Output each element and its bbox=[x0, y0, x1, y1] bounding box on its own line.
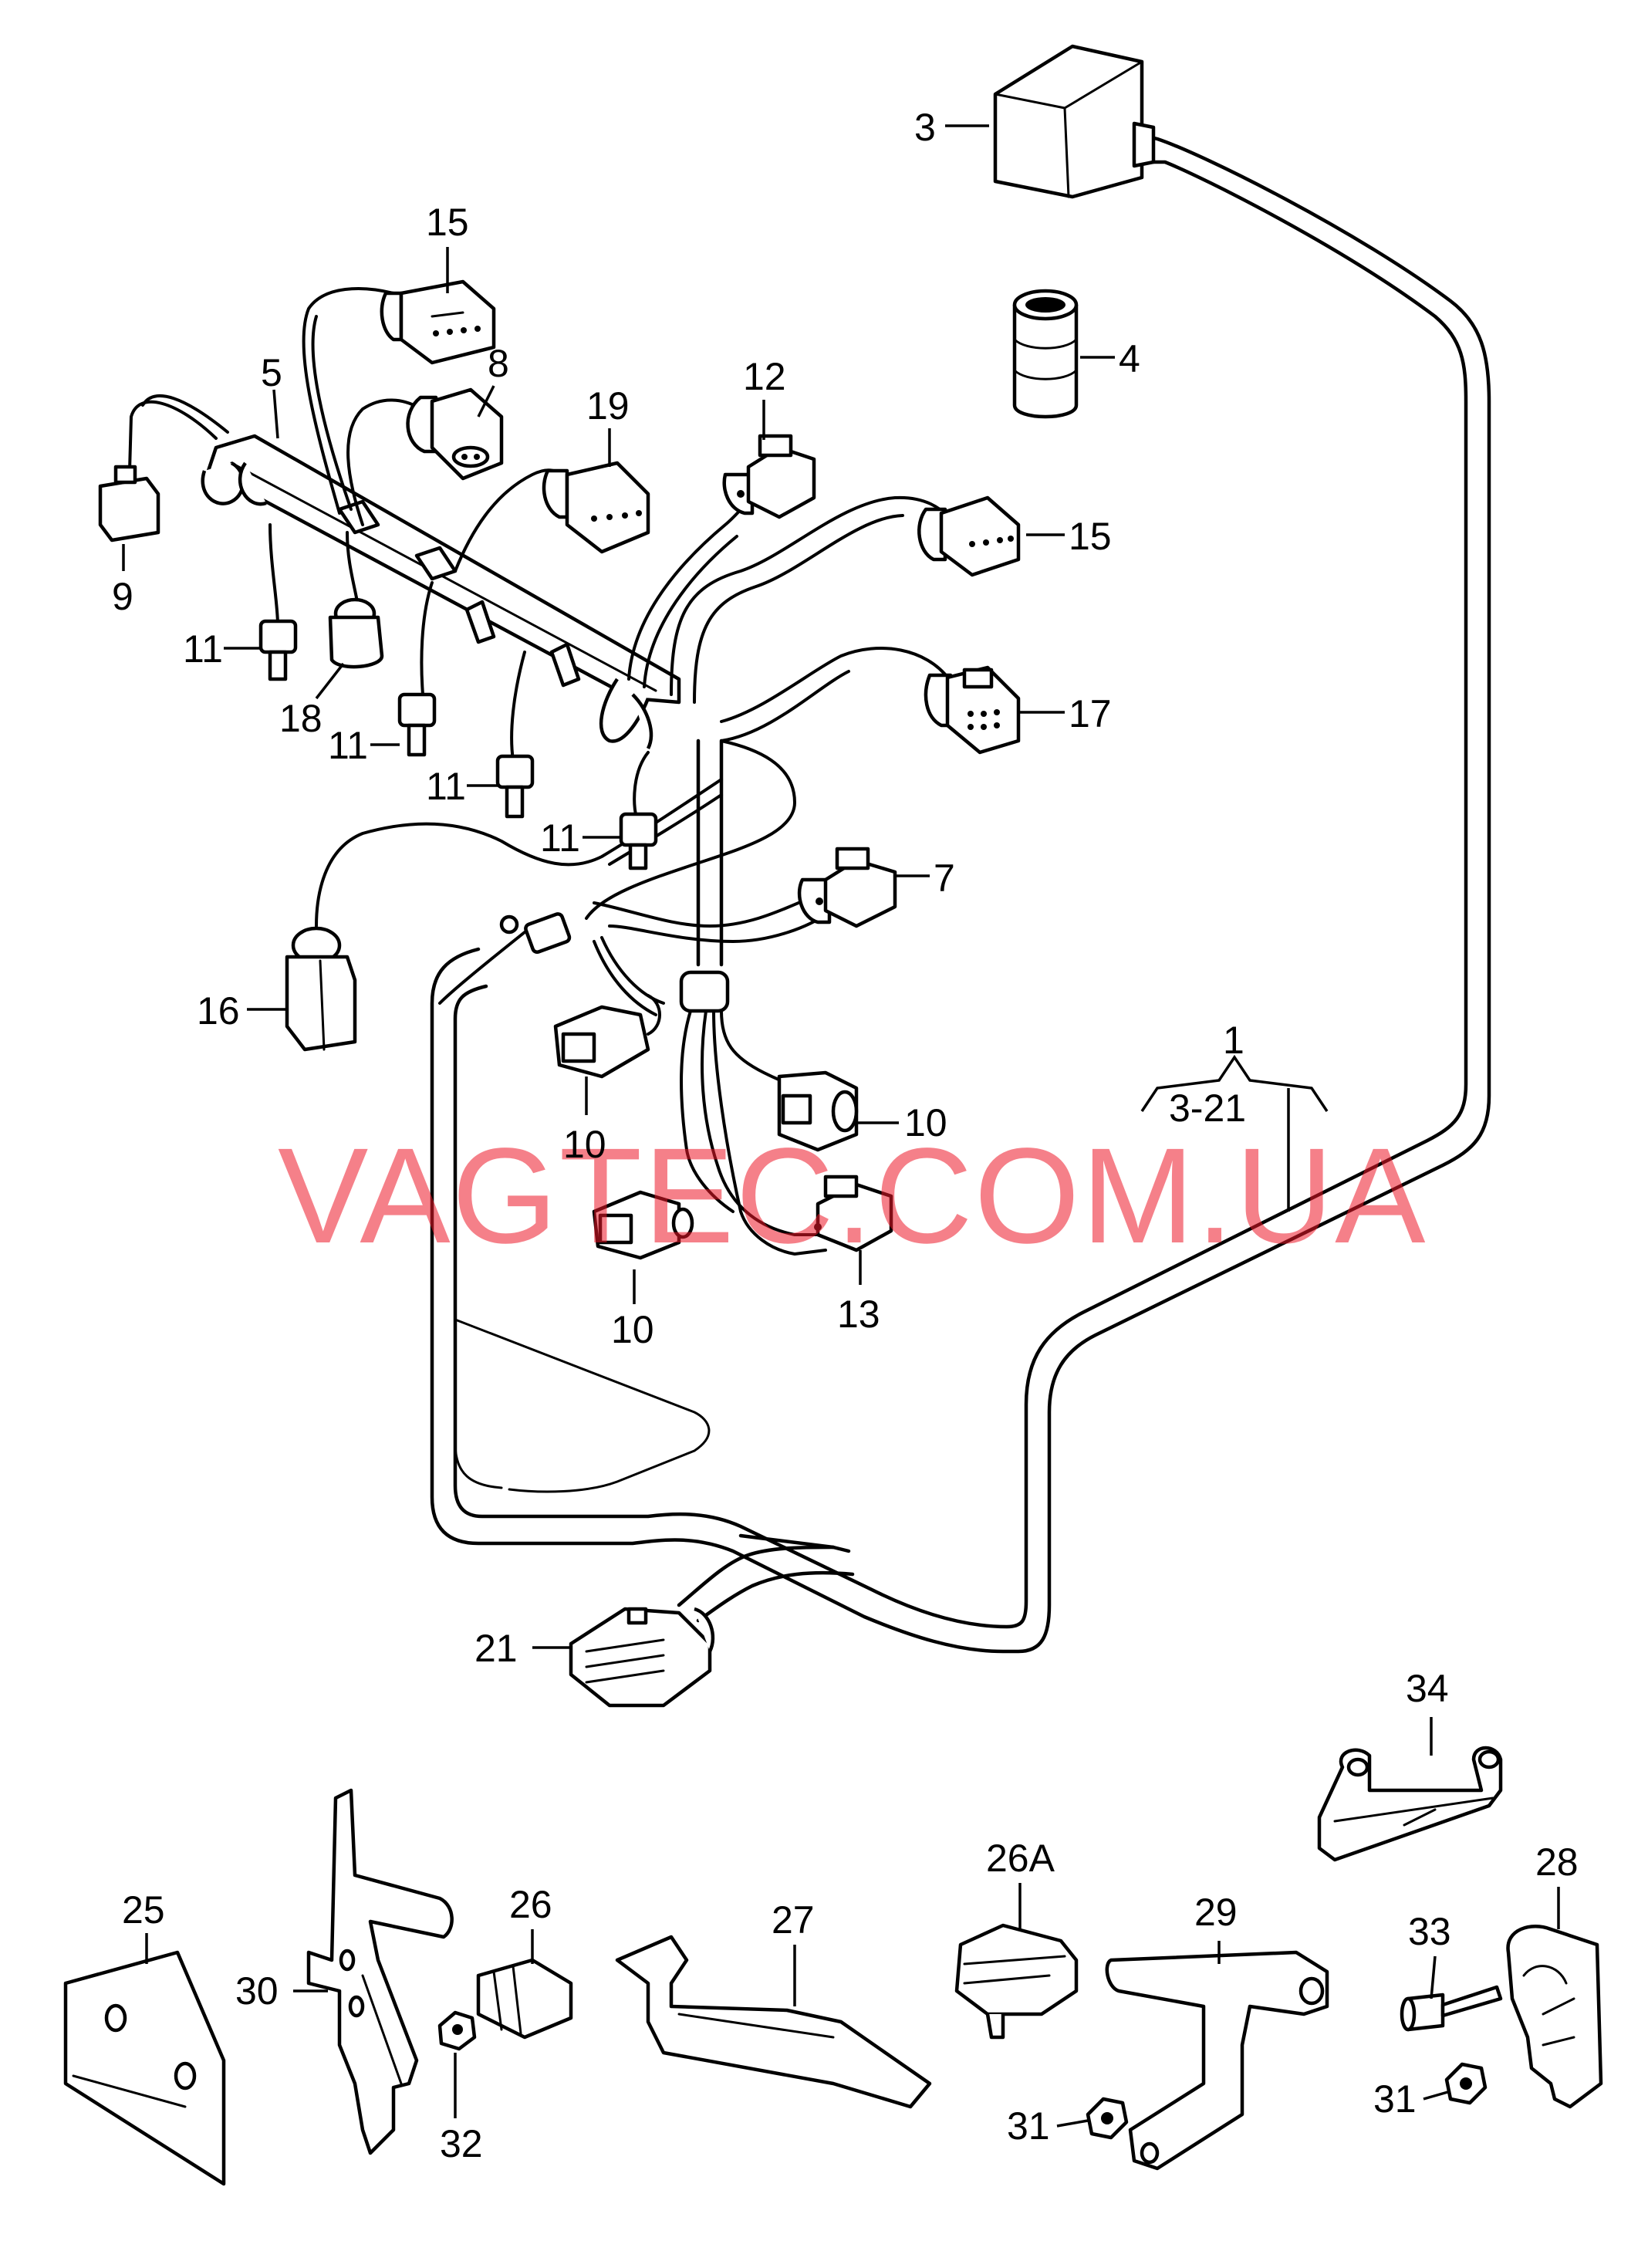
bracket-28 bbox=[1506, 1925, 1603, 2109]
callout-10-c: 10 bbox=[611, 1308, 654, 1351]
callout-26A: 26A bbox=[986, 1837, 1055, 1880]
sensor-11-d bbox=[619, 812, 658, 870]
bracket-27 bbox=[615, 1935, 932, 2109]
callout-11-c: 11 bbox=[426, 765, 466, 808]
callout-27: 27 bbox=[772, 1898, 815, 1942]
callout-25: 25 bbox=[122, 1888, 165, 1932]
callout-21: 21 bbox=[474, 1627, 518, 1670]
callout-17: 17 bbox=[1069, 692, 1112, 735]
callout-26: 26 bbox=[509, 1883, 552, 1926]
connector-10-c bbox=[592, 1190, 694, 1260]
callout-16: 16 bbox=[197, 989, 240, 1033]
callout-10-b: 10 bbox=[904, 1101, 947, 1144]
connector-15-top bbox=[380, 279, 496, 365]
callout-32: 32 bbox=[440, 2122, 483, 2165]
callout-28: 28 bbox=[1535, 1840, 1579, 1884]
callout-9: 9 bbox=[112, 575, 133, 618]
callout-1-range: 3-21 bbox=[1169, 1087, 1246, 1130]
connector-10-a bbox=[553, 1005, 650, 1079]
callout-29: 29 bbox=[1194, 1891, 1238, 1934]
connector-9 bbox=[98, 465, 160, 542]
callout-1: 1 bbox=[1223, 1019, 1244, 1062]
clip-on-loop bbox=[499, 912, 572, 955]
nut-32 bbox=[437, 2010, 477, 2051]
leader-lines bbox=[122, 124, 1560, 2128]
connector-16 bbox=[285, 926, 357, 1052]
connector-13 bbox=[814, 1175, 893, 1252]
harness-rail-5 bbox=[201, 434, 681, 750]
plate-25 bbox=[63, 1950, 226, 2186]
callout-10-a: 10 bbox=[563, 1123, 606, 1166]
callout-labels: 3 4 15 5 8 19 12 15 9 11 18 11 11 11 17 … bbox=[112, 106, 1579, 2165]
callout-5: 5 bbox=[261, 351, 282, 394]
sensor-18 bbox=[328, 597, 384, 669]
connector-17 bbox=[924, 665, 1021, 755]
callout-7: 7 bbox=[934, 857, 955, 900]
callout-31-left: 31 bbox=[1007, 2104, 1050, 2148]
callout-15-right: 15 bbox=[1069, 515, 1112, 558]
nut-31-left bbox=[1086, 2097, 1129, 2140]
connector-7 bbox=[797, 847, 897, 928]
callout-33: 33 bbox=[1408, 1910, 1451, 1953]
sensor-11-a bbox=[258, 619, 298, 681]
callout-11-a: 11 bbox=[183, 627, 223, 671]
sensor-11-c bbox=[495, 754, 535, 819]
bolt-33 bbox=[1400, 1985, 1503, 2032]
callout-18: 18 bbox=[279, 697, 323, 740]
clip-26 bbox=[476, 1958, 573, 2040]
connector-8 bbox=[406, 387, 504, 481]
watermark: VAGTEC.COM.UA bbox=[278, 1120, 1427, 1272]
sleeve-4 bbox=[1012, 289, 1079, 419]
main-harness-trunk bbox=[430, 135, 1491, 1654]
callout-12: 12 bbox=[743, 355, 786, 398]
connector-12 bbox=[722, 434, 816, 519]
callout-15-top: 15 bbox=[426, 201, 469, 244]
sensor-11-b bbox=[397, 692, 437, 757]
callout-3: 3 bbox=[914, 106, 936, 149]
branch-wires bbox=[128, 287, 951, 1036]
nut-31-right bbox=[1444, 2062, 1488, 2105]
callout-31-right: 31 bbox=[1373, 2077, 1417, 2121]
bracket-29 bbox=[1105, 1950, 1329, 2171]
callout-11-d: 11 bbox=[540, 816, 580, 860]
connector-21 bbox=[569, 1607, 715, 1708]
connector-3 bbox=[993, 44, 1156, 199]
callout-19: 19 bbox=[586, 384, 630, 428]
connector-10-b bbox=[777, 1070, 859, 1152]
callout-13: 13 bbox=[837, 1293, 880, 1336]
callout-30: 30 bbox=[235, 1969, 279, 2013]
bracket-34 bbox=[1317, 1746, 1503, 1862]
connector-19 bbox=[542, 461, 650, 554]
callout-8: 8 bbox=[488, 342, 509, 385]
callout-34: 34 bbox=[1406, 1667, 1449, 1710]
clip-26A bbox=[954, 1923, 1079, 2040]
bracket-30 bbox=[306, 1788, 454, 2155]
connector-15-right bbox=[917, 495, 1021, 577]
callout-11-b: 11 bbox=[328, 724, 368, 767]
callout-4: 4 bbox=[1119, 337, 1140, 380]
